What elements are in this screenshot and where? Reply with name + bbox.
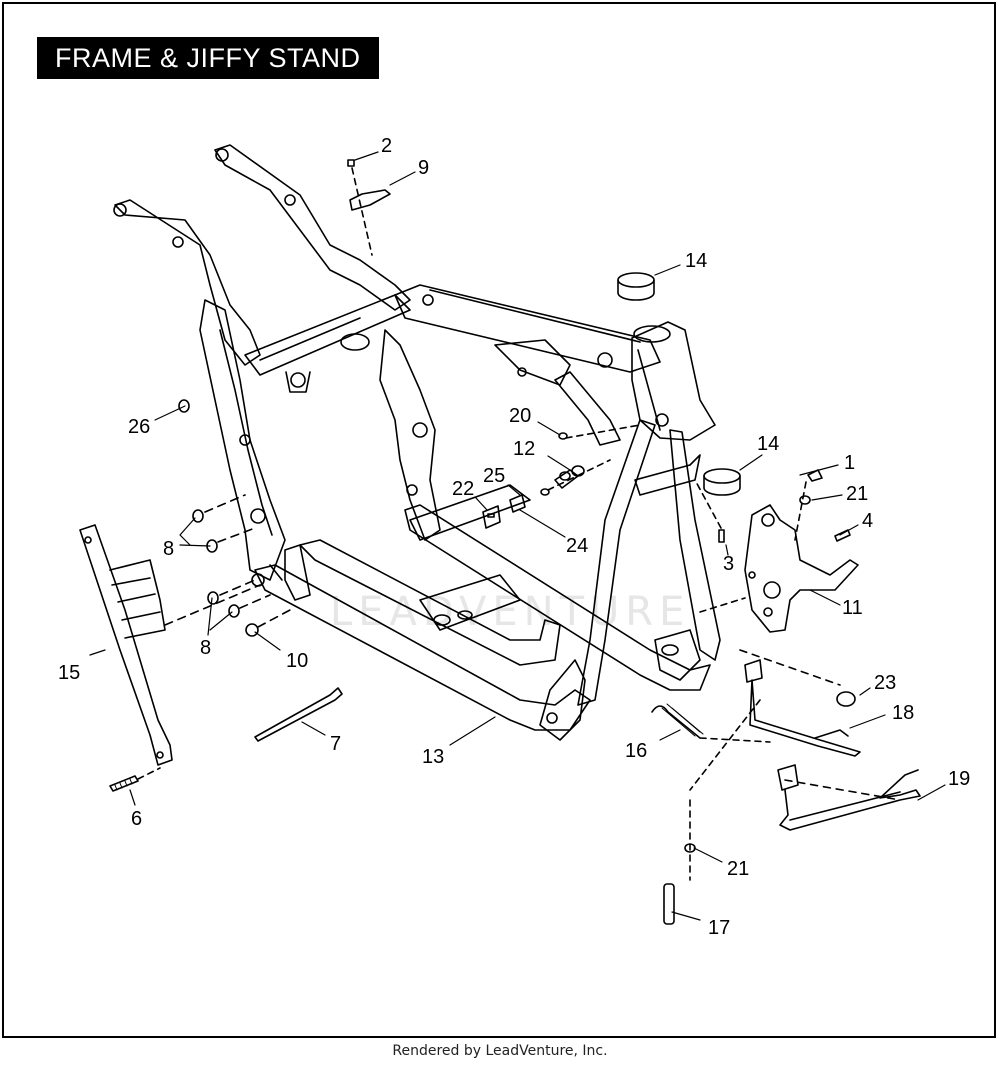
part-10-grommet[interactable] — [245, 623, 259, 637]
callout-13: 13 — [422, 746, 445, 768]
callout-17: 17 — [708, 917, 731, 939]
callout-21b: 21 — [727, 858, 750, 880]
part-17-pivot-pin[interactable] — [663, 883, 675, 925]
callout-14b: 14 — [757, 433, 780, 455]
callout-15: 15 — [58, 662, 81, 684]
parts-diagram: LEADVENTURE — [79, 144, 946, 925]
diagram-title: FRAME & JIFFY STAND — [37, 37, 379, 79]
part-23-pad[interactable] — [836, 691, 856, 707]
part-9-clip[interactable] — [349, 189, 391, 211]
part-8-grommet-d[interactable] — [228, 604, 240, 618]
callout-9: 9 — [418, 157, 430, 179]
callout-8b: 8 — [200, 637, 212, 659]
part-14-upper-bearing[interactable] — [617, 272, 655, 301]
callout-4: 4 — [862, 510, 874, 532]
part-6-bolt[interactable] — [109, 775, 139, 792]
part-3-pin[interactable] — [718, 529, 725, 543]
callout-10: 10 — [286, 650, 309, 672]
callout-19: 19 — [948, 768, 971, 790]
part-24-plate[interactable] — [509, 494, 526, 513]
part-11-bracket[interactable] — [744, 504, 859, 633]
part-19-jiffy-stand-leg[interactable] — [777, 764, 921, 831]
part-26-grommet[interactable] — [178, 399, 190, 413]
callout-18: 18 — [892, 702, 915, 724]
callout-3: 3 — [723, 553, 735, 575]
callout-2: 2 — [381, 135, 393, 157]
part-20-nut[interactable] — [558, 432, 568, 440]
part-8-grommet-c[interactable] — [207, 591, 219, 605]
callout-24: 24 — [566, 535, 589, 557]
callout-8a: 8 — [163, 538, 175, 560]
callout-7: 7 — [330, 733, 342, 755]
callout-14a: 14 — [685, 250, 708, 272]
callout-16: 16 — [625, 740, 648, 762]
part-21-upper-washer[interactable] — [799, 495, 811, 505]
callout-6: 6 — [131, 808, 143, 830]
part-7-cable-strap[interactable] — [254, 687, 343, 742]
callout-12: 12 — [513, 438, 536, 460]
callout-26: 26 — [128, 416, 151, 438]
callout-1: 1 — [844, 452, 856, 474]
footer-credit: Rendered by LeadVenture, Inc. — [392, 1043, 608, 1059]
part-25-washer[interactable] — [540, 488, 550, 496]
title-text: FRAME & JIFFY STAND — [55, 42, 361, 73]
callout-23: 23 — [874, 672, 897, 694]
main-frame[interactable] — [113, 144, 721, 741]
part-14-lower-bearing[interactable] — [703, 468, 741, 496]
part-8-grommet-a[interactable] — [192, 509, 204, 523]
part-4-bolt[interactable] — [834, 529, 851, 542]
part-22-plate[interactable] — [482, 505, 501, 529]
part-2-screw[interactable] — [347, 159, 355, 167]
part-15-support[interactable] — [79, 524, 173, 766]
part-16-spring[interactable] — [651, 703, 704, 739]
part-18-jiffy-stand[interactable] — [744, 659, 861, 757]
callout-20: 20 — [509, 405, 532, 427]
callout-21a: 21 — [846, 483, 869, 505]
diagram-border — [2, 2, 996, 1038]
callout-22: 22 — [452, 478, 475, 500]
callout-25: 25 — [483, 465, 506, 487]
callout-11: 11 — [842, 597, 863, 619]
